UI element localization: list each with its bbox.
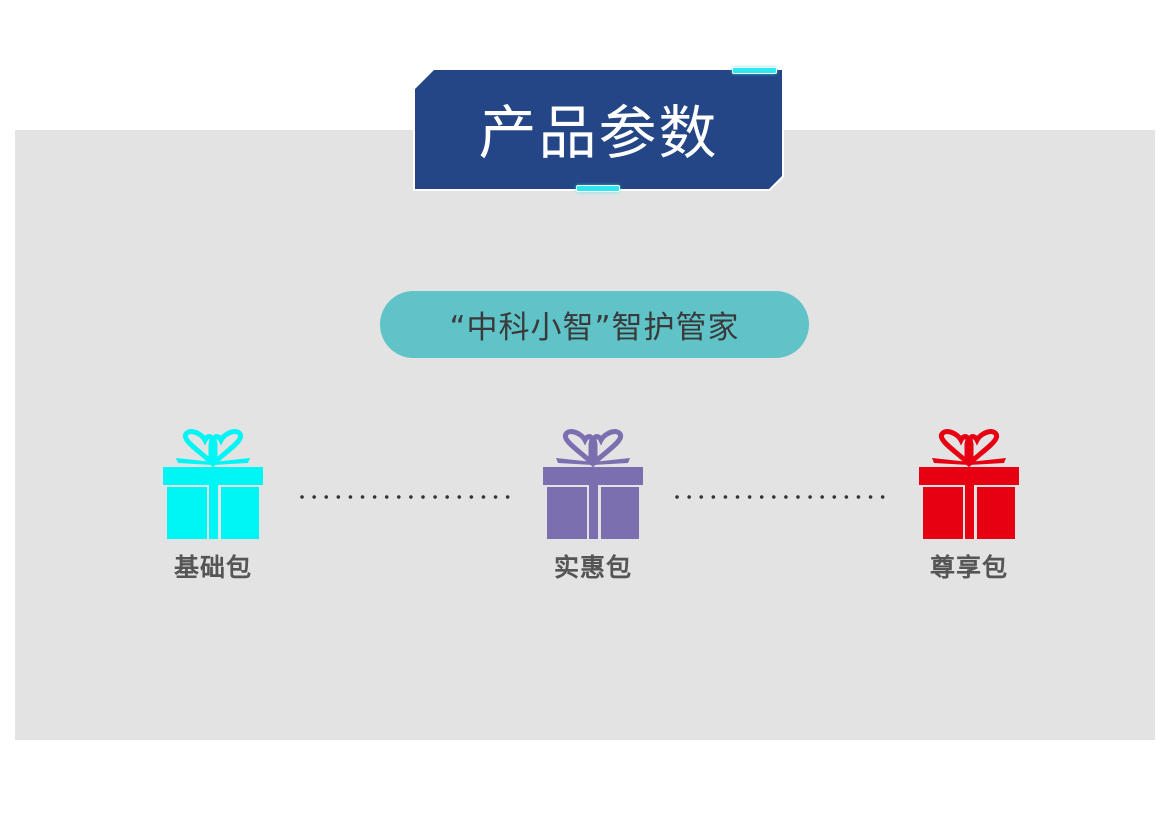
banner-accent-tab-top — [732, 67, 777, 74]
gift-icon — [919, 429, 1019, 539]
banner-background: 产品参数 — [415, 70, 782, 189]
page-title: 产品参数 — [478, 98, 719, 167]
package-label: 实惠包 — [553, 553, 632, 582]
dotted-connector — [296, 494, 514, 500]
package-label: 基础包 — [173, 553, 252, 582]
product-name-pill: “中科小智”智护管家 — [380, 291, 809, 358]
package-label: 尊享包 — [929, 553, 1008, 582]
section-title-banner: 产品参数 — [413, 68, 784, 191]
gift-icon — [543, 429, 643, 539]
dotted-connector — [671, 494, 889, 500]
package-value[interactable]: 实惠包 — [538, 428, 648, 588]
package-basic[interactable]: 基础包 — [158, 428, 268, 588]
banner-accent-tab-bottom — [576, 185, 620, 192]
gift-icon — [163, 429, 263, 539]
package-premium[interactable]: 尊享包 — [914, 428, 1024, 588]
product-name: “中科小智”智护管家 — [449, 310, 740, 346]
